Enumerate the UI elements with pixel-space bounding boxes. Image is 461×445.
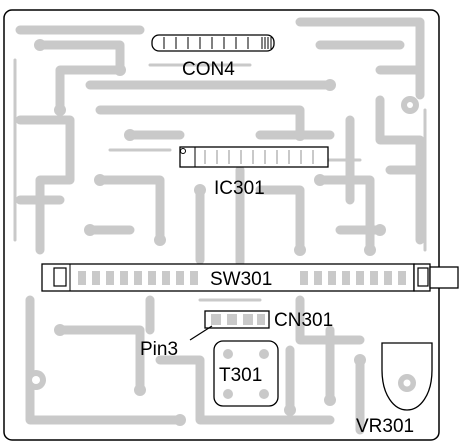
con4-connector xyxy=(151,34,275,52)
cn301-label: CN301 xyxy=(274,310,333,331)
con4-label: CON4 xyxy=(182,59,235,80)
pin3-label: Pin3 xyxy=(140,339,178,360)
t301-transformer xyxy=(213,340,279,407)
solder-pads xyxy=(26,39,419,426)
pin3-pointer xyxy=(189,325,213,341)
cn301-connector xyxy=(204,310,270,329)
vr301-potentiometer xyxy=(381,342,433,411)
sw301-label: SW301 xyxy=(210,269,272,290)
sw301-switch xyxy=(41,263,459,292)
vr301-label: VR301 xyxy=(356,416,414,437)
ic301-chip xyxy=(179,146,329,168)
t301-label: T301 xyxy=(219,365,262,386)
ic301-label: IC301 xyxy=(214,178,265,199)
